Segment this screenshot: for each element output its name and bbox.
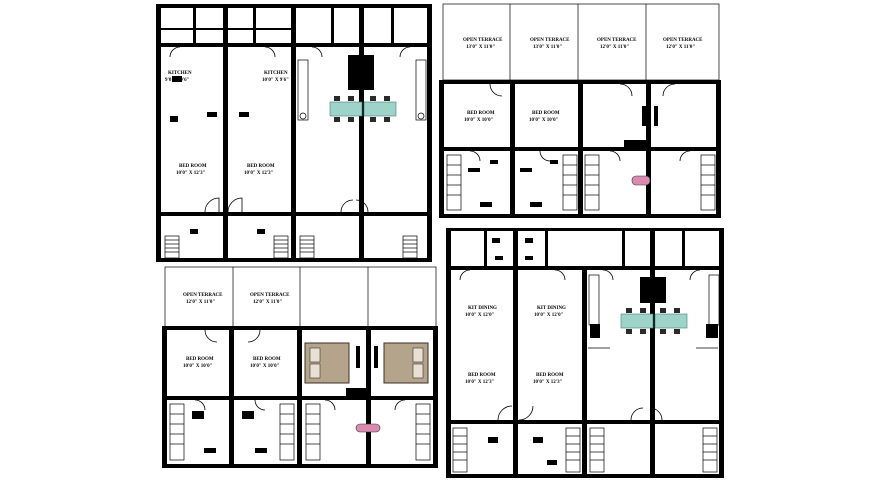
terrace-label-2: OPEN TERRACE bbox=[530, 38, 570, 43]
terrace-label-4: OPEN TERRACE bbox=[663, 38, 703, 43]
plan-bottom-left: OPEN TERRACE 12'0" X 11'0" OPEN TERRACE … bbox=[162, 266, 438, 468]
plan-top-left: KITCHEN 9'0" X 9'6" KITCHEN 10'0" X 9'6"… bbox=[156, 4, 432, 262]
bed-room-label-8: BED ROOM bbox=[536, 373, 564, 378]
bed-dim-4: 10'0" X 10'0" bbox=[529, 118, 559, 123]
bed-dim-6: 10'0" X 10'0" bbox=[250, 364, 280, 369]
bed-room-label-6: BED ROOM bbox=[253, 357, 281, 362]
terrace-dim-1: 13'0" X 11'0" bbox=[466, 45, 495, 50]
terrace-label-3: OPEN TERRACE bbox=[597, 38, 637, 43]
bed-room-label-7: BED ROOM bbox=[468, 373, 496, 378]
kit-dining-dim-1: 10'0" X 12'0" bbox=[465, 313, 495, 318]
bed-dim-2: 10'0" X 12'3" bbox=[244, 171, 274, 176]
kit-dining-label-1: KIT DINING bbox=[468, 306, 497, 311]
bed-dim-5: 10'0" X 10'0" bbox=[183, 364, 213, 369]
bed-dim-3: 10'0" X 10'0" bbox=[464, 118, 494, 123]
terrace-label-5: OPEN TERRACE bbox=[183, 293, 223, 298]
terrace-dim-2: 13'0" X 11'0" bbox=[533, 45, 562, 50]
kit-dining-label-2: KIT DINING bbox=[537, 306, 566, 311]
terrace-dim-5: 12'0" X 11'0" bbox=[186, 300, 215, 305]
plan-bottom-right: KIT DINING 10'0" X 12'0" KIT DINING 10'0… bbox=[446, 228, 724, 478]
bed-dim-7: 10'0" X 12'3" bbox=[465, 380, 495, 385]
bed-room-label-2: BED ROOM bbox=[247, 164, 275, 169]
kitchen-label-1: KITCHEN bbox=[168, 71, 192, 76]
terrace-label-1: OPEN TERRACE bbox=[463, 38, 503, 43]
kitchen-dim-2: 10'0" X 9'6" bbox=[262, 78, 289, 83]
terrace-dim-6: 12'0" X 11'0" bbox=[253, 300, 282, 305]
kitchen-dim-1: 9'0" X 9'6" bbox=[165, 78, 190, 83]
bed-dim-1: 10'0" X 12'3" bbox=[176, 171, 206, 176]
bed-room-label-1: BED ROOM bbox=[179, 164, 207, 169]
bed-room-label-3: BED ROOM bbox=[467, 111, 495, 116]
kitchen-label-2: KITCHEN bbox=[264, 71, 288, 76]
bed-room-label-5: BED ROOM bbox=[186, 357, 214, 362]
bed-dim-8: 10'0" X 12'3" bbox=[533, 380, 563, 385]
bed-room-label-4: BED ROOM bbox=[532, 111, 560, 116]
kit-dining-dim-2: 10'0" X 12'0" bbox=[534, 313, 564, 318]
terrace-dim-4: 12'0" X 11'0" bbox=[666, 45, 695, 50]
terrace-dim-3: 12'0" X 11'0" bbox=[600, 45, 629, 50]
plan-top-right: OPEN TERRACE 13'0" X 11'0" OPEN TERRACE … bbox=[439, 3, 721, 218]
terrace-label-6: OPEN TERRACE bbox=[250, 293, 290, 298]
